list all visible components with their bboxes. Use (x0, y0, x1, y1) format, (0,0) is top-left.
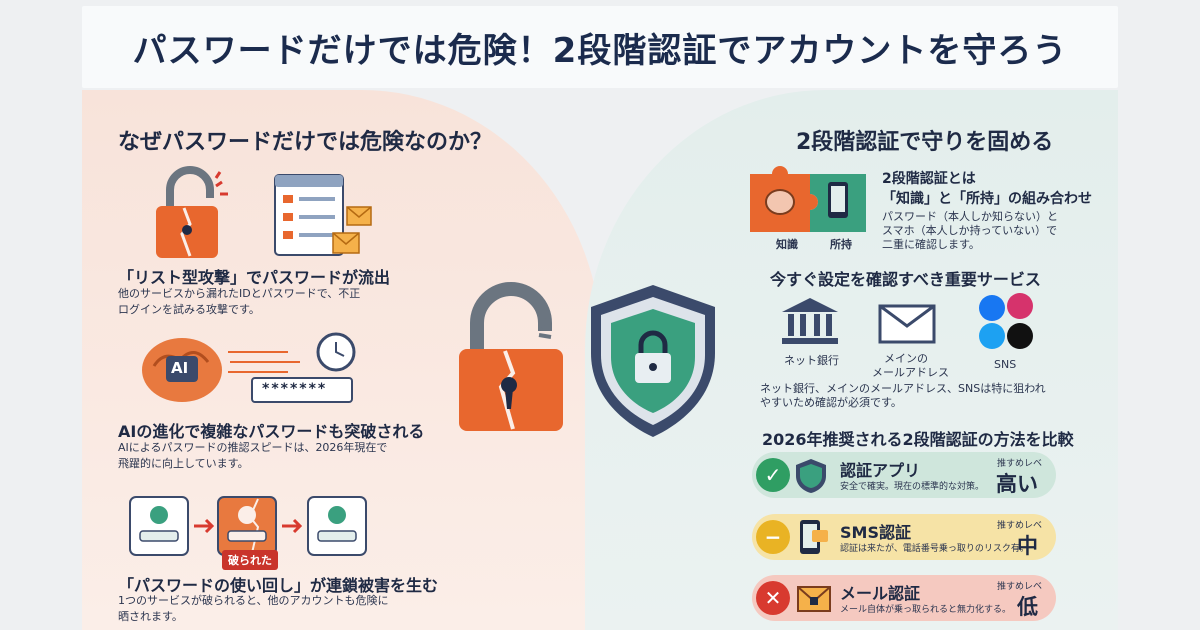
shield-app-icon (796, 459, 826, 493)
possession-label: 所持 (830, 238, 852, 251)
method-row-sms: − SMS認証 認証は来たが、電話番号乗っ取りのリスク有。 推すめレベ 中 (752, 514, 1056, 560)
ai-chip-label: AI (171, 359, 189, 377)
mail-icon (878, 304, 936, 344)
page-title: パスワードだけでは危険！2段階認証でアカウントを守ろう (132, 30, 1068, 71)
method-desc-email: メール自体が乗っ取られると無力化する。 (840, 605, 1012, 615)
level-auth-app: 高い (996, 472, 1038, 496)
method-desc-sms: 認証は来たが、電話番号乗っ取りのリスク有。 (840, 544, 1029, 554)
method-title-sms: SMS認証 (840, 523, 911, 542)
check-icon: ✓ (756, 458, 790, 492)
mail-label-1: メインの (884, 352, 928, 365)
sns-icons-cluster (979, 293, 1033, 349)
two-factor-definition: 2段階認証とは (882, 171, 976, 187)
level-label-auth-app: 推すめレベ (996, 459, 1042, 469)
level-email: 低 (1017, 595, 1038, 619)
broken-padlock-icon (156, 166, 228, 258)
method-title-auth-app: 認証アプリ (840, 461, 921, 480)
reuse-desc-2: 晒されます。 (118, 610, 183, 623)
attack-list-heading: 「リスト型攻撃」でパスワードが流出 (118, 268, 391, 287)
password-reuse-chain-icon (129, 496, 367, 556)
services-note-1: ネット銀行、メインのメールアドレス、SNSは特に狙われ (760, 382, 1046, 395)
level-label-email: 推すめレベ (996, 582, 1042, 592)
masked-password: ******* (262, 381, 328, 397)
phone-sms-icon (800, 520, 828, 554)
knowledge-possession-puzzle-icon (750, 166, 866, 232)
method-row-auth-app: ✓ 認証アプリ 安全で確実。現在の標準的な対策。 推すめレベ 高い (752, 452, 1056, 498)
two-factor-combo: 「知識」と「所持」の組み合わせ (882, 191, 1092, 207)
ai-crack-heading: AIの進化で複雑なパスワードも突破される (118, 422, 425, 441)
sns-label: SNS (994, 358, 1017, 371)
right-heading: 2段階認証で守りを固める (796, 130, 1054, 155)
reuse-heading: 「パスワードの使い回し」が連鎖被害を生む (118, 576, 439, 595)
reuse-desc-1: 1つのサービスが破られると、他のアカウントも危険に (118, 594, 389, 607)
two-factor-desc-3: 二重に確認します。 (882, 238, 980, 251)
bank-icon (782, 298, 838, 344)
attack-list-desc-1: 他のサービスから漏れたIDとパスワードで、不正 (118, 287, 361, 300)
bank-label: ネット銀行 (784, 354, 839, 367)
attack-list-desc-2: ログインを試みる攻撃です。 (118, 303, 260, 316)
title-bar: パスワードだけでは危険！2段階認証でアカウントを守ろう (82, 6, 1118, 88)
method-row-email: ✕ メール認証 メール自体が乗っ取られると無力化する。 推すめレベ 低 (752, 575, 1056, 621)
level-label-sms: 推すめレベ (996, 521, 1042, 531)
two-factor-desc-1: パスワード（本人しか知らない）と (882, 210, 1058, 223)
leaked-list-email-icon (274, 174, 372, 256)
cross-icon: ✕ (756, 581, 790, 615)
large-broken-padlock-icon (459, 282, 563, 431)
broken-badge: 破られた (222, 550, 278, 570)
method-desc-auth-app: 安全で確実。現在の標準的な対策。 (840, 482, 985, 492)
mail-label-2: メールアドレス (872, 366, 949, 379)
ai-crack-desc-2: 飛躍的に向上しています。 (118, 457, 249, 470)
services-note-2: やすいため確認が必須です。 (760, 396, 902, 409)
security-shield-icon (591, 285, 715, 437)
level-sms: 中 (1017, 534, 1038, 558)
compare-heading: 2026年推奨される2段階認証の方法を比較 (762, 430, 1074, 449)
left-heading: なぜパスワードだけでは危険なのか？ (118, 130, 493, 155)
ai-brain-cracking-icon (142, 332, 356, 403)
ai-crack-desc-1: AIによるパスワードの推認スピードは、2026年現在で (118, 441, 388, 454)
two-factor-desc-2: スマホ（本人しか持っていない）で (882, 224, 1058, 237)
method-title-email: メール認証 (840, 584, 921, 603)
minus-icon: − (756, 520, 790, 554)
knowledge-label: 知識 (776, 238, 798, 251)
email-warning-icon (797, 586, 831, 612)
services-heading: 今すぐ設定を確認すべき重要サービス (770, 270, 1041, 289)
